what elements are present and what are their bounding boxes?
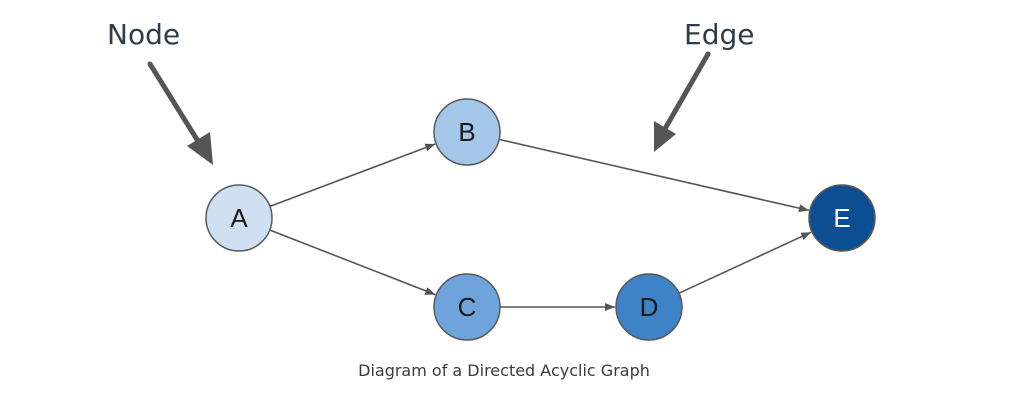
node-d-label: D xyxy=(640,292,659,322)
edge-callout-arrow xyxy=(654,51,711,152)
node-callout-label: Node xyxy=(107,18,180,51)
node-callout-arrow xyxy=(147,61,213,165)
edge-b-e xyxy=(499,138,810,213)
diagram-caption: Diagram of a Directed Acyclic Graph xyxy=(358,361,650,380)
nodes: A B C D E xyxy=(205,98,876,341)
node-a-circle xyxy=(205,184,273,252)
node-e-label: E xyxy=(833,203,850,233)
node-a: A xyxy=(205,184,273,252)
edges xyxy=(269,138,812,311)
edge-callout-label: Edge xyxy=(684,18,754,51)
node-e-circle xyxy=(808,184,876,252)
node-e: E xyxy=(808,184,876,252)
edge-d-e xyxy=(678,231,812,294)
edge-a-b xyxy=(269,143,436,208)
node-a-label: A xyxy=(230,203,248,233)
node-b: B xyxy=(433,98,501,166)
node-c-label: C xyxy=(458,292,477,322)
node-b-label: B xyxy=(458,117,475,147)
edge-a-c xyxy=(269,229,436,296)
node-b-circle xyxy=(433,98,501,166)
node-c: C xyxy=(433,273,501,341)
node-d-circle xyxy=(615,273,683,341)
node-d: D xyxy=(615,273,683,341)
node-c-circle xyxy=(433,273,501,341)
